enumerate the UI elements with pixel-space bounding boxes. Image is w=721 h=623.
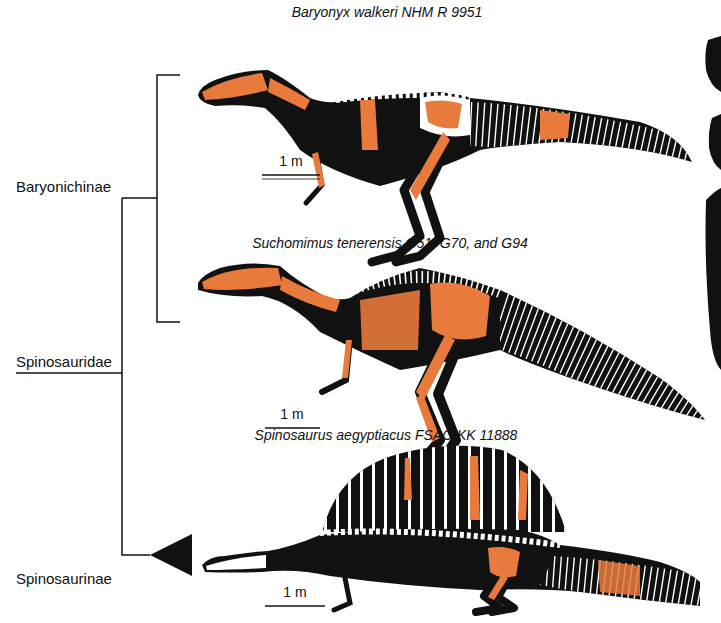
scale-label: 1 m [279, 153, 302, 169]
specimen-title: Suchomimus tenerensis G51, G70, and G94 [252, 235, 527, 251]
spinosaurus-skeleton [202, 446, 700, 612]
tree-lines [16, 75, 180, 555]
clade-label: Spinosaurinae [16, 570, 112, 587]
clade-label: Spinosauridae [16, 353, 112, 370]
scale-label: 1 m [280, 406, 303, 422]
specimen-title: Spinosaurus aegyptiacus FSAC-KK 11888 [255, 427, 518, 443]
cropped-figures [705, 36, 721, 370]
clade-label: Baryonichinae [16, 178, 111, 195]
specimen-title: Baryonyx walkeri NHM R 9951 [292, 4, 483, 20]
suchomimus-skeleton [198, 263, 705, 470]
baryonyx-skeleton [198, 70, 692, 262]
collapsed-clade-triangle [150, 534, 192, 576]
scale-label: 1 m [283, 584, 306, 600]
